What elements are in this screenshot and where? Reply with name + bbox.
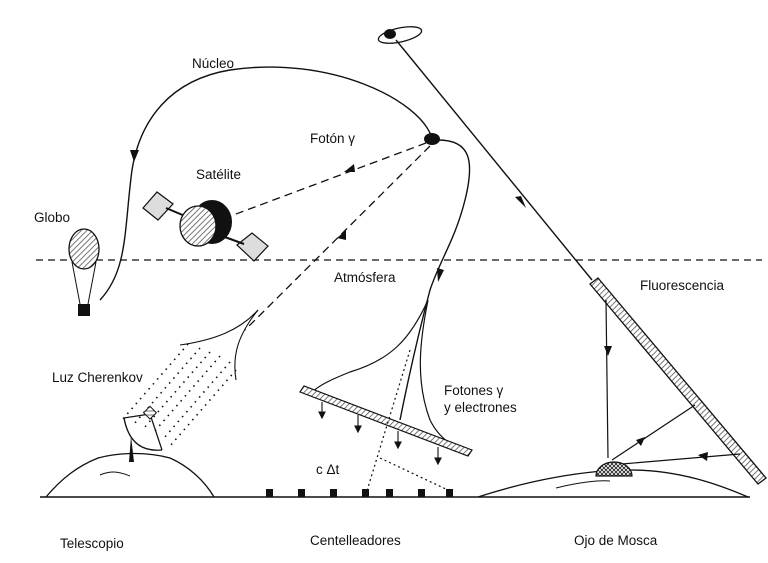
interaction-vertex xyxy=(424,133,440,145)
photon-path-to-satellite xyxy=(219,142,427,221)
satelite-label: Satélite xyxy=(196,167,242,182)
shower-front-bar xyxy=(299,385,473,457)
balloon-icon xyxy=(68,228,100,316)
ojo-de-mosca-label: Ojo de Mosca xyxy=(574,533,658,548)
foton-label: Fotón γ xyxy=(310,131,356,146)
cherenkov-light-dots xyxy=(121,343,237,447)
primary-track-arrow-icon xyxy=(515,196,526,208)
shower-front-arrows xyxy=(318,402,442,466)
centelleadores-label: Centelleadores xyxy=(310,533,401,548)
shower-core-arrow-icon xyxy=(437,268,444,282)
ojo-de-mosca-dome-icon xyxy=(595,461,633,477)
timing-line-vertical xyxy=(365,349,411,495)
telescopio-label: Telescopio xyxy=(60,536,124,551)
fluorescencia-label: Fluorescencia xyxy=(640,278,725,293)
nucleus-arrow-icon xyxy=(130,150,139,162)
fluorescence-shower-bar xyxy=(589,277,767,485)
fotones-line2-label: y electrones xyxy=(444,400,517,415)
scintillator-array xyxy=(266,489,453,497)
photon-arrow-2-icon xyxy=(337,230,346,240)
photon-arrow-icon xyxy=(344,164,355,172)
shower-core-track xyxy=(399,139,471,421)
fotones-line1-label: Fotones γ xyxy=(444,383,504,398)
shower-cone-right xyxy=(419,299,469,451)
globo-label: Globo xyxy=(34,210,71,225)
cherenkov-cone-left xyxy=(179,309,259,346)
luz-cherenkov-label: Luz Cherenkov xyxy=(52,370,143,385)
shower-cone-left xyxy=(311,299,429,393)
nucleus-track xyxy=(99,66,433,301)
nucleo-label: Núcleo xyxy=(192,56,235,71)
timing-line-diagonal xyxy=(379,457,451,492)
cherenkov-cone-right xyxy=(234,309,259,381)
telescopio-icon xyxy=(45,405,215,498)
fluorescence-rays xyxy=(604,299,741,465)
primary-track-line xyxy=(395,39,593,281)
atmosfera-label: Atmósfera xyxy=(334,270,396,285)
satellite-icon xyxy=(142,191,269,262)
primary-particle-icon xyxy=(377,26,423,44)
c-delta-t-label: c Δt xyxy=(316,462,340,477)
